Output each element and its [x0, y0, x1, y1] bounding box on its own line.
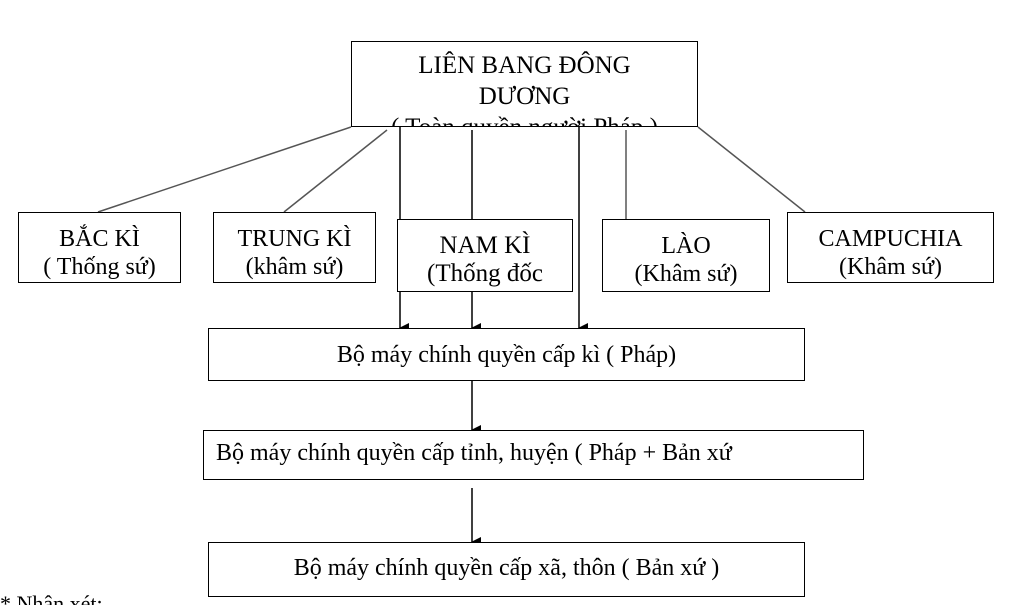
footnote-text: * Nhận xét: — [0, 591, 103, 605]
region-bac-ki-box: BẮC KÌ ( Thống sứ) — [18, 212, 181, 283]
region-campuchia-box: CAMPUCHIA (Khâm sứ) — [787, 212, 994, 283]
level-ki-box: Bộ máy chính quyền cấp kì ( Pháp) — [208, 328, 805, 381]
top-line-1: LIÊN BANG ĐÔNG — [418, 52, 631, 79]
region-trung-ki-box: TRUNG KÌ (khâm sứ) — [213, 212, 376, 283]
top-line-3: ( Toàn quyền người Pháp ) — [352, 112, 697, 126]
level-ki-label: Bộ máy chính quyền cấp kì ( Pháp) — [336, 342, 677, 368]
lien-bang-dong-duong-box: LIÊN BANG ĐÔNG DƯƠNG ( Toàn quyền người … — [351, 41, 698, 127]
level-xa-thon-box: Bộ máy chính quyền cấp xã, thôn ( Bản xứ… — [208, 542, 805, 597]
line-to-campuchia — [697, 126, 806, 213]
region-name: CAMPUCHIA — [818, 226, 963, 252]
region-nam-ki-box: NAM KÌ (Thống đốc — [397, 219, 573, 292]
line-to-trung-ki — [283, 129, 388, 213]
region-name: TRUNG KÌ — [237, 226, 352, 252]
level-xa-label: Bộ máy chính quyền cấp xã, thôn ( Bản xứ… — [293, 555, 720, 581]
region-sub: (Khâm sứ) — [839, 254, 942, 280]
level-tinh-label: Bộ máy chính quyền cấp tỉnh, huyện ( Phá… — [216, 440, 732, 466]
line-to-bac-ki — [97, 126, 352, 213]
region-sub: (Khâm sứ) — [634, 261, 738, 287]
region-name: LÀO — [661, 233, 711, 259]
region-name: NAM KÌ — [439, 232, 531, 259]
region-sub: (Thống đốc — [427, 260, 543, 287]
region-lao-box: LÀO (Khâm sứ) — [602, 219, 770, 292]
region-name: BẮC KÌ — [59, 226, 140, 252]
top-line-2: DƯƠNG — [478, 83, 571, 110]
region-sub: (khâm sứ) — [245, 254, 344, 280]
region-sub: ( Thống sứ) — [43, 254, 156, 280]
level-tinh-huyen-box: Bộ máy chính quyền cấp tỉnh, huyện ( Phá… — [203, 430, 864, 480]
